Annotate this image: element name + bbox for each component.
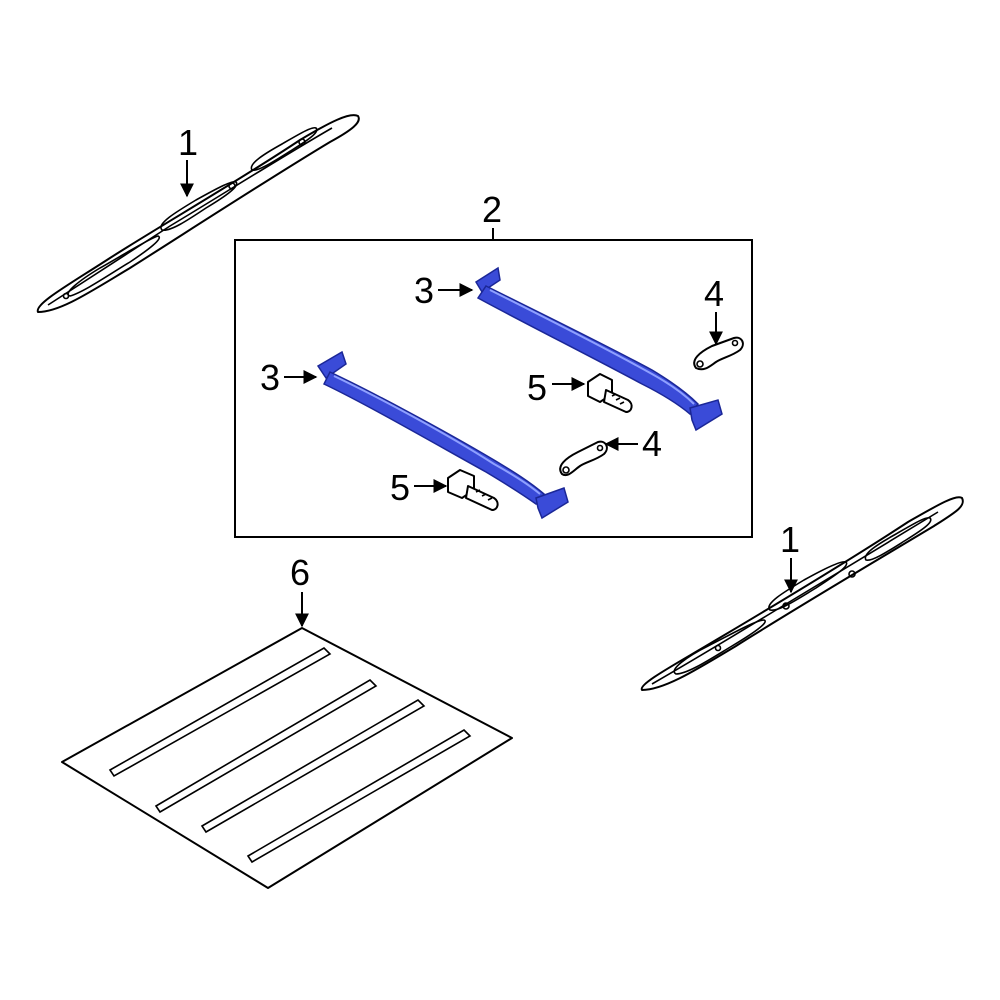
crossbar-front[interactable] (316, 350, 569, 520)
svg-text:6: 6 (290, 552, 310, 593)
callout-4-lower: 4 (604, 423, 662, 464)
bracket-lower[interactable] (559, 440, 608, 476)
callout-2: 2 (482, 189, 502, 240)
svg-text:3: 3 (260, 357, 280, 398)
callout-6: 6 (290, 552, 310, 628)
callout-5-upper: 5 (527, 367, 586, 408)
svg-text:1: 1 (780, 519, 800, 560)
svg-text:5: 5 (527, 367, 547, 408)
svg-text:2: 2 (482, 189, 502, 230)
callout-1-left: 1 (178, 122, 198, 198)
svg-text:4: 4 (642, 423, 662, 464)
floor-panel[interactable] (61, 627, 513, 889)
bolt-lower[interactable] (447, 469, 499, 511)
bolt-upper[interactable] (587, 373, 633, 413)
svg-text:1: 1 (178, 122, 198, 163)
crossbar-rear[interactable] (474, 266, 723, 432)
bracket-upper[interactable] (693, 336, 744, 371)
svg-text:5: 5 (390, 467, 410, 508)
roof-rail-left[interactable] (36, 114, 360, 313)
callout-3-front: 3 (260, 357, 318, 398)
callout-3-rear: 3 (414, 270, 474, 311)
svg-text:3: 3 (414, 270, 434, 311)
svg-text:4: 4 (704, 273, 724, 314)
roof-rail-right[interactable] (640, 496, 964, 691)
callout-4-upper: 4 (704, 273, 724, 346)
callout-5-lower: 5 (390, 467, 448, 508)
callout-1-right: 1 (780, 519, 800, 594)
crossbar-kit-box (234, 239, 753, 538)
